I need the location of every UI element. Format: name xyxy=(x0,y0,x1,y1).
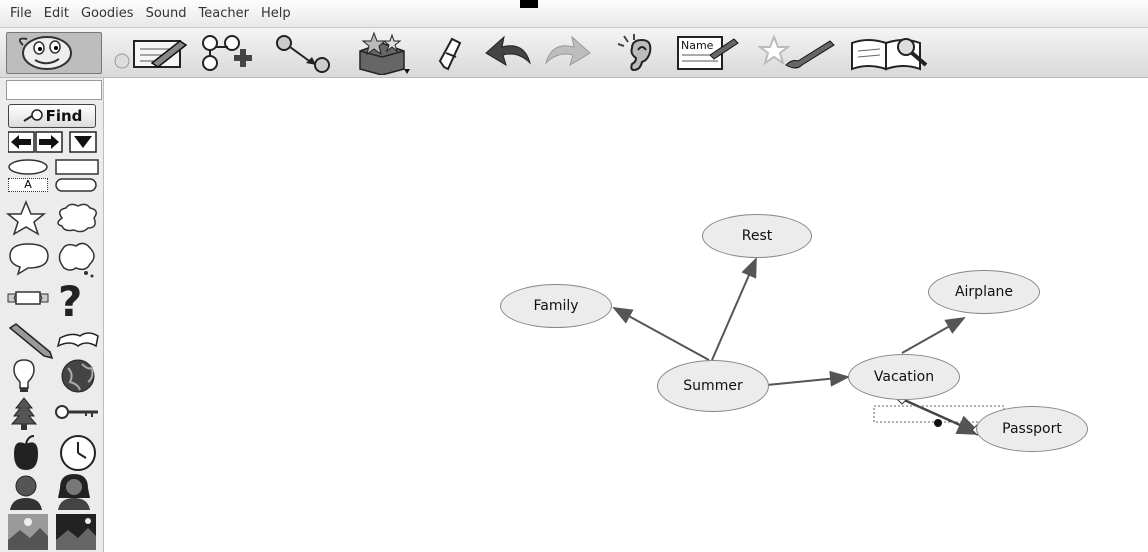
thought-bubble-icon[interactable] xyxy=(58,242,95,271)
symbol-palette: Find A ? xyxy=(0,78,104,552)
menu-goodies[interactable]: Goodies xyxy=(80,6,134,21)
undo-icon[interactable] xyxy=(484,31,534,75)
cloud-shape-icon[interactable] xyxy=(57,203,97,233)
link-icon[interactable] xyxy=(270,31,332,75)
rounded-rect-shape-icon[interactable] xyxy=(55,178,97,192)
name-label-icon[interactable]: Name xyxy=(674,31,740,75)
pencil-icon[interactable] xyxy=(8,323,54,360)
mascot-icon[interactable] xyxy=(6,32,102,74)
symbol-palette-icon[interactable] xyxy=(352,31,414,75)
node-rest[interactable]: Rest xyxy=(702,214,812,258)
speech-bubble-icon[interactable] xyxy=(9,243,49,276)
night-landscape-icon[interactable] xyxy=(56,514,96,550)
notes-icon[interactable] xyxy=(846,31,932,75)
star-shape-icon[interactable] xyxy=(6,200,47,236)
name-tag-text: Name xyxy=(681,39,714,52)
menu-bar: File Edit Goodies Sound Teacher Help xyxy=(0,0,1148,28)
text-shape-icon[interactable]: A xyxy=(8,178,48,192)
link-summer-rest[interactable] xyxy=(711,257,757,361)
toolbar: Name xyxy=(0,28,1148,78)
title-fragment xyxy=(520,0,538,8)
link-summer-vacation[interactable] xyxy=(766,370,850,387)
node-summer[interactable]: Summer xyxy=(657,360,769,412)
find-label: Find xyxy=(45,107,83,125)
banner-shape-icon[interactable] xyxy=(15,291,41,305)
node-family[interactable]: Family xyxy=(500,284,612,328)
menu-sound[interactable]: Sound xyxy=(145,6,187,21)
apple-icon[interactable] xyxy=(14,442,38,470)
rapid-fire-icon[interactable] xyxy=(112,31,192,75)
girl-icon[interactable] xyxy=(58,474,90,510)
redo-icon[interactable] xyxy=(542,31,592,75)
menu-edit[interactable]: Edit xyxy=(43,6,69,21)
light-bulb-icon[interactable] xyxy=(13,359,35,389)
find-input[interactable] xyxy=(6,80,102,100)
boy-icon[interactable] xyxy=(10,475,42,510)
book-icon[interactable] xyxy=(56,332,99,348)
node-vacation[interactable]: Vacation xyxy=(848,354,960,400)
listen-icon[interactable] xyxy=(614,31,658,75)
menu-teacher[interactable]: Teacher xyxy=(198,6,249,21)
menu-file[interactable]: File xyxy=(10,6,32,21)
link-summer-family[interactable] xyxy=(612,307,710,361)
link-vacation-passport[interactable] xyxy=(901,397,983,436)
paint-icon[interactable] xyxy=(752,31,838,75)
diagram-canvas[interactable]: Rest Family Summer Airplane Vacation Pas… xyxy=(104,78,1148,552)
dropdown-arrow-icon[interactable] xyxy=(69,131,97,153)
key-icon[interactable] xyxy=(55,405,98,419)
day-landscape-icon[interactable] xyxy=(8,514,48,550)
eraser-icon[interactable] xyxy=(434,31,464,75)
right-arrow-icon[interactable] xyxy=(35,131,63,153)
node-passport[interactable]: Passport xyxy=(976,406,1088,452)
clock-icon[interactable] xyxy=(60,435,96,471)
tree-icon[interactable] xyxy=(10,397,38,425)
rectangle-shape-icon[interactable] xyxy=(55,159,99,175)
link-vacation-airplane[interactable] xyxy=(901,317,966,354)
diagram-links xyxy=(612,257,1005,436)
find-button[interactable]: Find xyxy=(8,104,96,128)
left-arrow-icon[interactable] xyxy=(8,131,35,153)
menu-help[interactable]: Help xyxy=(260,6,291,21)
node-airplane[interactable]: Airplane xyxy=(928,270,1040,314)
magnifier-icon xyxy=(23,109,43,122)
question-mark-icon[interactable]: ? xyxy=(58,280,82,320)
link-mid-handle[interactable] xyxy=(934,419,942,427)
oval-shape-icon[interactable] xyxy=(8,159,48,175)
add-symbol-icon[interactable] xyxy=(198,31,258,75)
